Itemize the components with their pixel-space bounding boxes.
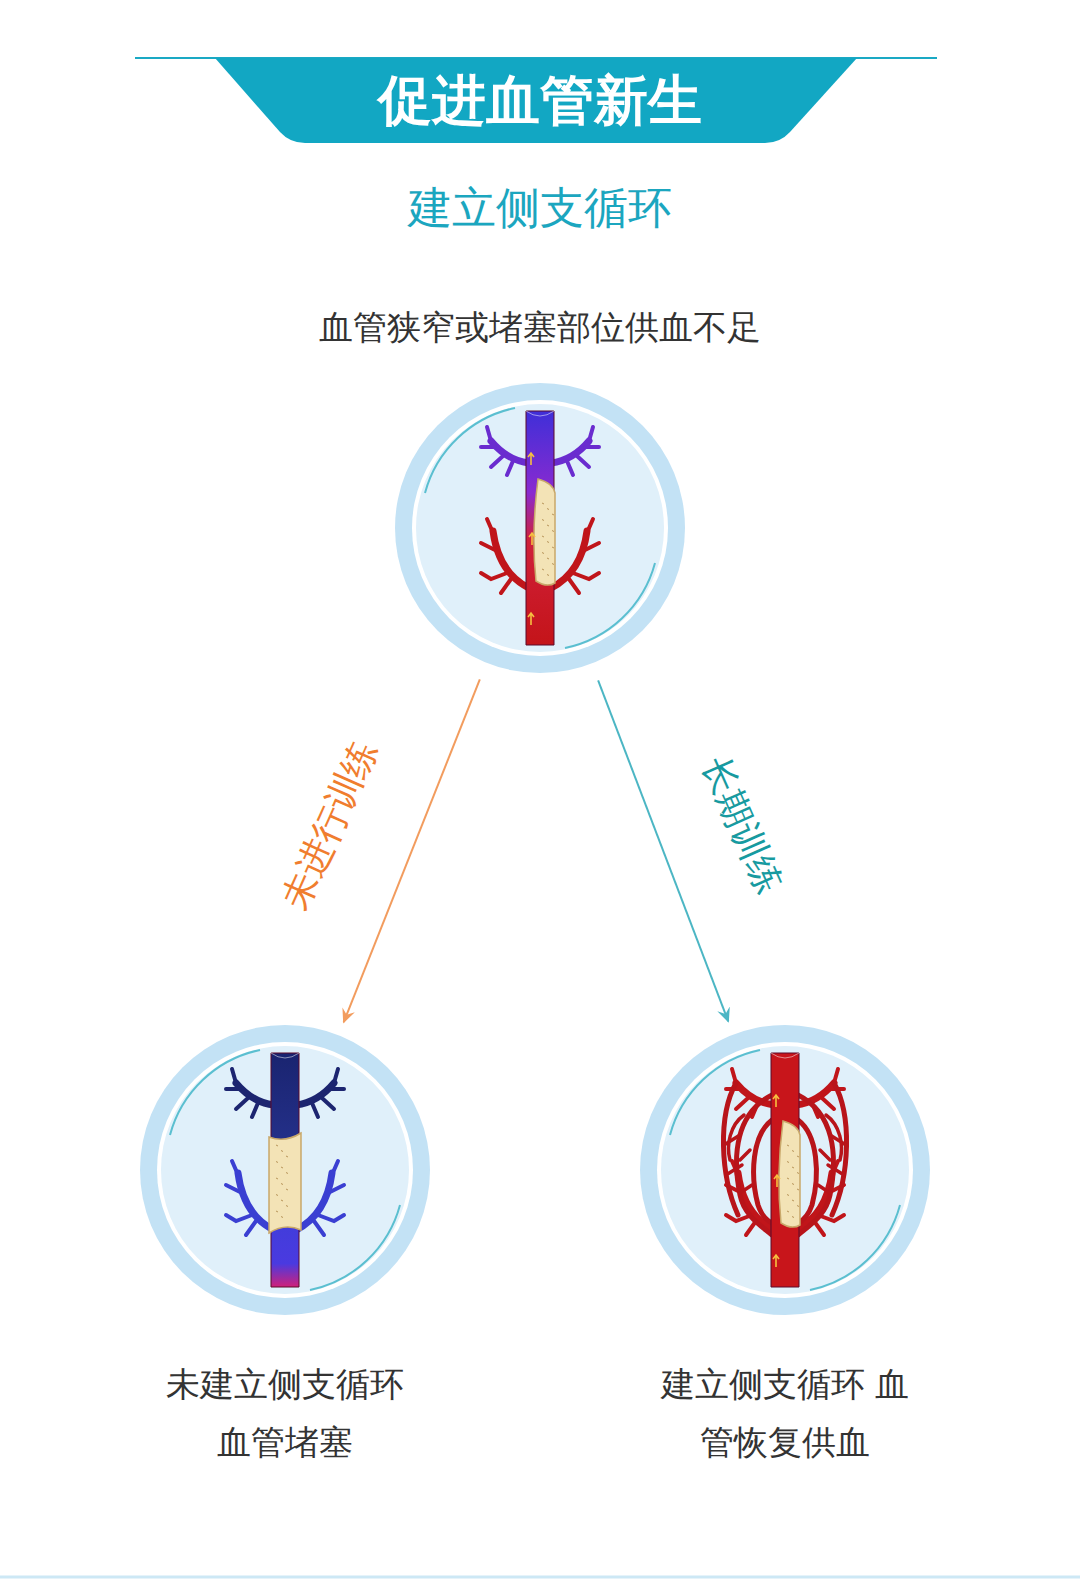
circle-caption: 血管狭窄或堵塞部位供血不足 <box>290 305 790 349</box>
bottom-rule <box>0 1576 1080 1579</box>
edge-label: 未进行训练 <box>272 730 389 920</box>
vessel-circle: 血管狭窄或堵塞部位供血不足 <box>290 305 790 677</box>
circle-caption: 建立侧支循环 血管恢复供血 <box>655 1355 915 1471</box>
page-title: 促进血管新生 <box>290 66 790 136</box>
vessel-illustration <box>140 1025 430 1315</box>
subtitle: 建立侧支循环 <box>290 180 790 236</box>
circle-caption: 未建立侧支循环 血管堵塞 <box>155 1355 415 1471</box>
vessel-illustration <box>640 1025 930 1315</box>
edge-label: 长期训练 <box>691 747 793 904</box>
vessel-circle: 未建立侧支循环 血管堵塞 <box>140 1025 430 1475</box>
arrow-connector <box>598 680 728 1021</box>
vessel-illustration <box>395 383 685 673</box>
vessel-circle: 建立侧支循环 血管恢复供血 <box>640 1025 930 1475</box>
title-band <box>215 58 857 143</box>
arrow-connector <box>344 679 480 1022</box>
